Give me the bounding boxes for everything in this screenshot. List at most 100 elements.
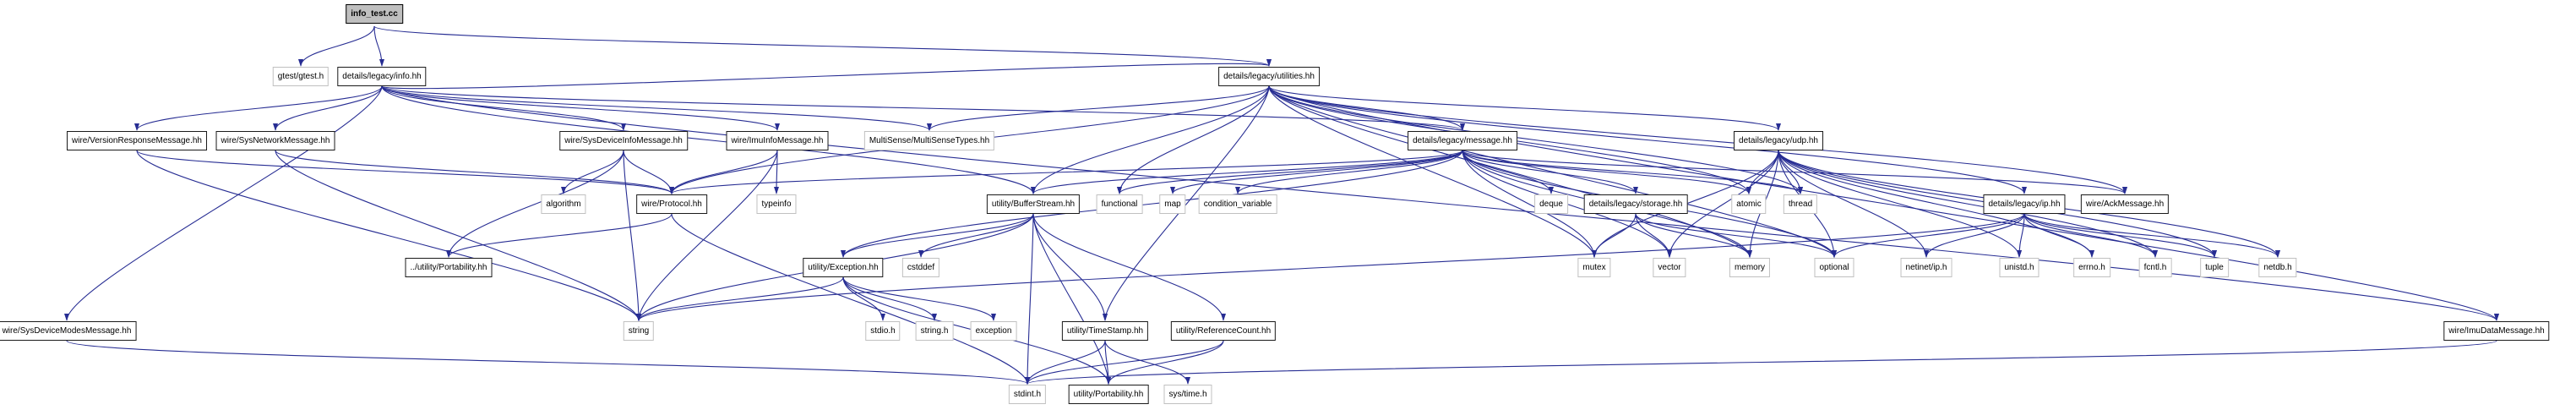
include-edge [381,85,626,131]
include-edge [136,150,674,194]
node-wire-sysdevicemodesmessage-hh[interactable]: wire/SysDeviceModesMessage.hh [0,321,137,341]
node-deque: deque [1534,194,1568,214]
include-edge [373,25,1272,67]
node-algorithm: algorithm [541,194,586,214]
include-edge [1268,85,1597,258]
include-edge [669,150,1463,194]
node-memory: memory [1729,258,1771,277]
include-edge [1924,213,2025,258]
node-details-legacy-udp-hh[interactable]: details/legacy/udp.hh [1734,131,1823,150]
include-edge [1025,340,2497,385]
node-wire-imuinfomessage-hh[interactable]: wire/ImuInfoMessage.hh [726,131,829,150]
include-edge [1104,340,1190,385]
include-edge [1025,340,1106,385]
include-edge [373,25,384,67]
include-edge [1268,85,2027,194]
include-edge [1462,150,1803,194]
node-netdb-h: netdb.h [2258,258,2297,277]
include-edge [2023,213,2094,258]
node-unistd-h: unistd.h [1999,258,2040,277]
node-string-h: string.h [915,321,954,341]
include-edge [1025,213,1034,385]
node-details-legacy-message-hh[interactable]: details/legacy/message.hh [1408,131,1517,150]
include-edge [669,150,778,194]
include-edge [1025,340,1224,385]
node-atomic: atomic [1731,194,1767,214]
include-edge [842,276,937,321]
node-stdint-h: stdint.h [1008,385,1047,404]
include-edge [298,25,375,67]
include-edge [134,85,383,131]
node-utility-bufferstream-hh[interactable]: utility/BufferStream.hh [986,194,1081,214]
node-wire-protocol-hh[interactable]: wire/Protocol.hh [636,194,707,214]
include-edge [1778,150,2022,258]
include-edge [1746,150,1779,194]
include-edge [275,150,674,194]
include-edge [381,85,1465,131]
node-wire-ackmessage-hh[interactable]: wire/AckMessage.hh [2080,194,2170,214]
node-utility-referencecount-hh[interactable]: utility/ReferenceCount.hh [1170,321,1277,341]
include-edge [1462,150,1638,194]
include-edge [1268,85,2499,321]
node-details-legacy-storage-hh[interactable]: details/legacy/storage.hh [1583,194,1688,214]
include-edge [671,213,1030,385]
node-details-legacy-ip-hh[interactable]: details/legacy/ip.hh [1983,194,2066,214]
node-functional: functional [1096,194,1143,214]
node-cstddef: cstddef [901,258,940,277]
include-edge [273,85,383,131]
include-edge [623,150,641,321]
include-edge [381,85,2499,321]
node-fcntl-h: fcntl.h [2138,258,2172,277]
include-edge [1268,85,1752,258]
include-edge [1117,85,1270,194]
node-exception: exception [970,321,1017,341]
node-vector: vector [1653,258,1686,277]
include-edge [64,85,383,321]
include-edge [841,150,1463,258]
node-wire-sysdeviceinfomessage-hh[interactable]: wire/SysDeviceInfoMessage.hh [559,131,688,150]
include-edge [1832,213,2025,258]
include-edge [446,213,673,258]
include-edge [927,85,1270,131]
node-utility-timestamp-hh[interactable]: utility/TimeStamp.hh [1061,321,1149,341]
include-edge [1106,340,1224,385]
node-gtest-gtest-h: gtest/gtest.h [272,67,329,86]
node-wire-versionresponsemessage-hh[interactable]: wire/VersionResponseMessage.hh [67,131,207,150]
include-edge [136,150,641,321]
node-details-legacy-info-hh[interactable]: details/legacy/info.hh [337,67,427,86]
node-stdio-h: stdio.h [865,321,901,341]
include-edge [2017,213,2025,258]
node-typeinfo: typeinfo [756,194,797,214]
include-edge [636,213,2025,321]
include-edge [1235,150,1463,194]
node-netinet-ip-h: netinet/ip.h [1900,258,1952,277]
include-edge [1268,85,1781,131]
include-edge [1778,150,2158,258]
include-edge [842,276,996,321]
include-edge [381,85,932,131]
include-edge [1031,85,1270,194]
include-edge [1032,213,1111,385]
node-utility-portability-hh[interactable]: utility/Portability.hh [1068,385,1149,404]
include-edge [1462,150,1751,194]
node-multisense-multisensetypes-hh: MultiSense/MultiSenseTypes.hh [863,131,995,150]
include-edge [1635,213,1752,258]
node-utility-portability-hh[interactable]: ../utility/Portability.hh [405,258,493,277]
include-edge [774,150,780,194]
include-edge [561,150,624,194]
node-wire-sysnetworkmessage-hh[interactable]: wire/SysNetworkMessage.hh [215,131,335,150]
include-edge [1032,213,1226,321]
include-edge [2023,213,2280,258]
include-edge [1103,85,1270,321]
node-utility-exception-hh[interactable]: utility/Exception.hh [803,258,884,277]
node-map: map [1159,194,1186,214]
include-edge [1778,150,1929,258]
node-details-legacy-utilities-hh[interactable]: details/legacy/utilities.hh [1218,67,1320,86]
node-wire-imudatamessage-hh[interactable]: wire/ImuDataMessage.hh [2443,321,2550,341]
node-string: string [623,321,655,341]
include-edge [66,340,1030,385]
node-info-test-cc: info_test.cc [346,4,403,24]
node-mutex: mutex [1577,258,1611,277]
include-edge [381,85,1036,194]
